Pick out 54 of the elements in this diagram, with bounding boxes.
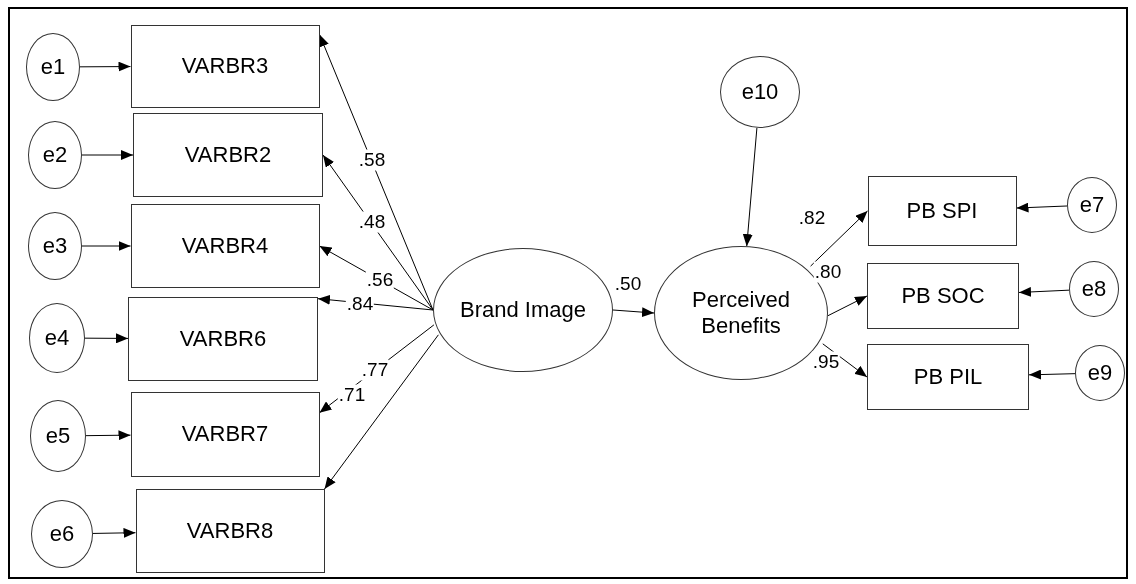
variable-name: e5 (45, 422, 71, 450)
variable-name: VARBR8 (186, 517, 274, 545)
variable-ellipse (1075, 345, 1125, 401)
variable-name: e2 (42, 141, 68, 169)
arrow (319, 33, 434, 311)
edge-label: .77 (360, 359, 390, 381)
edge-label: .80 (813, 261, 843, 283)
variable-name: e1 (40, 53, 66, 81)
arrow (1018, 286, 1070, 297)
variable-box (133, 113, 323, 197)
variable-name: e10 (741, 78, 779, 106)
variable-name: Brand Image (460, 296, 586, 324)
variable-name: e9 (1087, 359, 1113, 387)
arrow (81, 150, 134, 160)
variable-ellipse (1067, 177, 1117, 233)
variable-name: VARBR3 (181, 52, 269, 80)
variable-box (135, 489, 325, 573)
variable-box (867, 176, 1017, 246)
edge-label: .48 (357, 211, 387, 233)
arrow (324, 334, 439, 490)
variable-box (128, 297, 318, 381)
arrow (822, 343, 868, 378)
variable-name: VARBR7 (181, 420, 269, 448)
variable-name: e7 (1079, 191, 1105, 219)
edge-label: .58 (357, 149, 387, 171)
variable-name: PB SPI (906, 197, 978, 225)
variable-name: PB PIL (913, 363, 983, 391)
edge-label: .56 (365, 269, 395, 291)
variable-name: Perceived Benefits (691, 286, 791, 340)
arrow (612, 307, 655, 318)
variable-name: VARBR2 (184, 141, 272, 169)
variable-name: e8 (1081, 275, 1107, 303)
arrow (742, 127, 758, 247)
variable-box (130, 391, 320, 477)
variable-ellipse (1069, 261, 1119, 317)
arrow (1016, 202, 1068, 213)
arrow (79, 61, 131, 72)
variable-box (130, 24, 320, 108)
arrow (1028, 369, 1076, 380)
variable-name: e3 (42, 232, 68, 260)
arrow (81, 241, 131, 251)
arrow (92, 527, 136, 538)
variable-box (867, 263, 1019, 329)
arrow (810, 210, 868, 267)
variable-name: e4 (44, 324, 70, 352)
arrow (85, 430, 131, 441)
variable-name: PB SOC (901, 282, 985, 310)
variable-box (867, 344, 1029, 410)
variable-name: e6 (49, 520, 75, 548)
arrow (827, 295, 868, 317)
variable-name: VARBR6 (179, 325, 267, 353)
arrow (84, 333, 129, 344)
variable-name: VARBR4 (181, 232, 269, 260)
variable-box (130, 204, 320, 288)
